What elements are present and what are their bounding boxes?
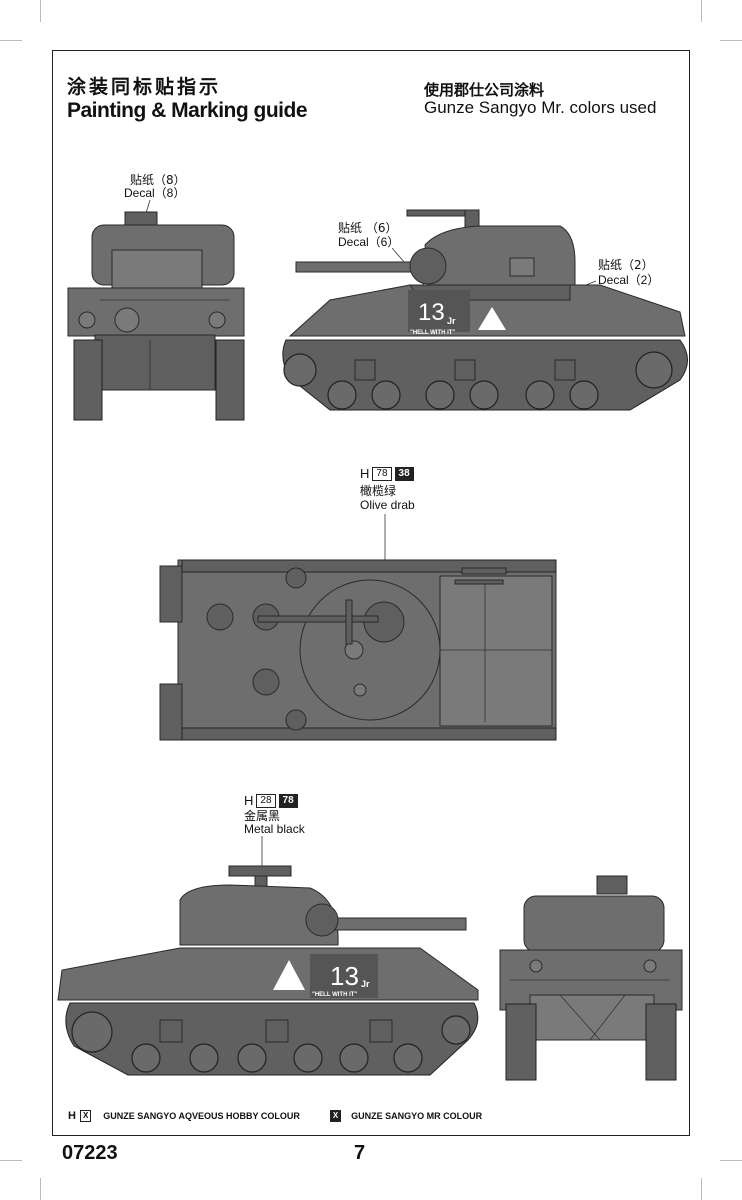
white-triangle-decal xyxy=(478,307,506,330)
olive-drab-code: H 78 38 xyxy=(360,466,414,481)
paint-legend: H X GUNZE SANGYO AQVEOUS HOBBY COLOUR X … xyxy=(68,1110,482,1122)
page-frame xyxy=(52,50,690,1136)
legend-mr-box: X xyxy=(329,1110,342,1122)
metal-black-code: H 28 78 xyxy=(244,793,298,808)
olive-drab-name-en: Olive drab xyxy=(360,498,415,512)
title-chinese: 涂装同标贴指示 xyxy=(67,76,222,98)
legend-prefix: H xyxy=(68,1110,76,1122)
metal-black-name-cn: 金属黑 xyxy=(244,809,281,823)
side-decal-label-cn: 贴纸（2） xyxy=(598,258,654,272)
aqueous-code: 28 xyxy=(256,793,276,808)
crop-mark xyxy=(40,1178,41,1200)
crop-mark xyxy=(701,0,702,22)
mr-code: 38 xyxy=(394,466,414,481)
crop-mark xyxy=(0,40,22,41)
right-slogan-decal: "HELL WITH IT" xyxy=(312,992,357,998)
turret-decal-label-cn: 贴纸 （6） xyxy=(338,221,398,235)
turret-decal-label-en: Decal（6） xyxy=(338,235,400,249)
crop-mark xyxy=(720,1160,742,1161)
legend-aqueous-box: X xyxy=(79,1110,92,1122)
crop-mark xyxy=(40,0,41,22)
paint-prefix: H xyxy=(244,793,254,808)
legend-mr-label: GUNZE SANGYO MR COLOUR xyxy=(351,1111,483,1121)
right-number-decal: 13 xyxy=(330,961,359,991)
front-decal-label-en: Decal（8） xyxy=(124,186,186,200)
white-triangle-decal-right xyxy=(273,960,305,990)
mr-code: 78 xyxy=(278,793,298,808)
side-decal-label-en: Decal（2） xyxy=(598,273,660,287)
right-number-suffix: Jr xyxy=(361,979,370,989)
paint-brand-english: Gunze Sangyo Mr. colors used xyxy=(424,98,657,117)
crop-mark xyxy=(701,1178,702,1200)
crop-mark xyxy=(720,40,742,41)
aqueous-code: 78 xyxy=(372,466,392,481)
metal-black-name-en: Metal black xyxy=(244,822,305,836)
product-code: 07223 xyxy=(62,1142,118,1164)
front-decal-label-cn: 贴纸（8） xyxy=(130,173,186,187)
crop-mark xyxy=(0,1160,22,1161)
page-number: 7 xyxy=(354,1142,366,1164)
side-number-decal: 13 xyxy=(418,299,445,326)
paint-prefix: H xyxy=(360,466,370,481)
side-slogan-decal: "HELL WITH IT" xyxy=(410,330,455,336)
title-english: Painting & Marking guide xyxy=(67,99,308,122)
paint-brand-chinese: 使用郡仕公司涂料 xyxy=(424,81,545,99)
side-number-suffix: Jr xyxy=(447,316,456,326)
legend-aqueous-label: GUNZE SANGYO AQVEOUS HOBBY COLOUR xyxy=(103,1111,300,1121)
olive-drab-name-cn: 橄榄绿 xyxy=(360,484,397,498)
